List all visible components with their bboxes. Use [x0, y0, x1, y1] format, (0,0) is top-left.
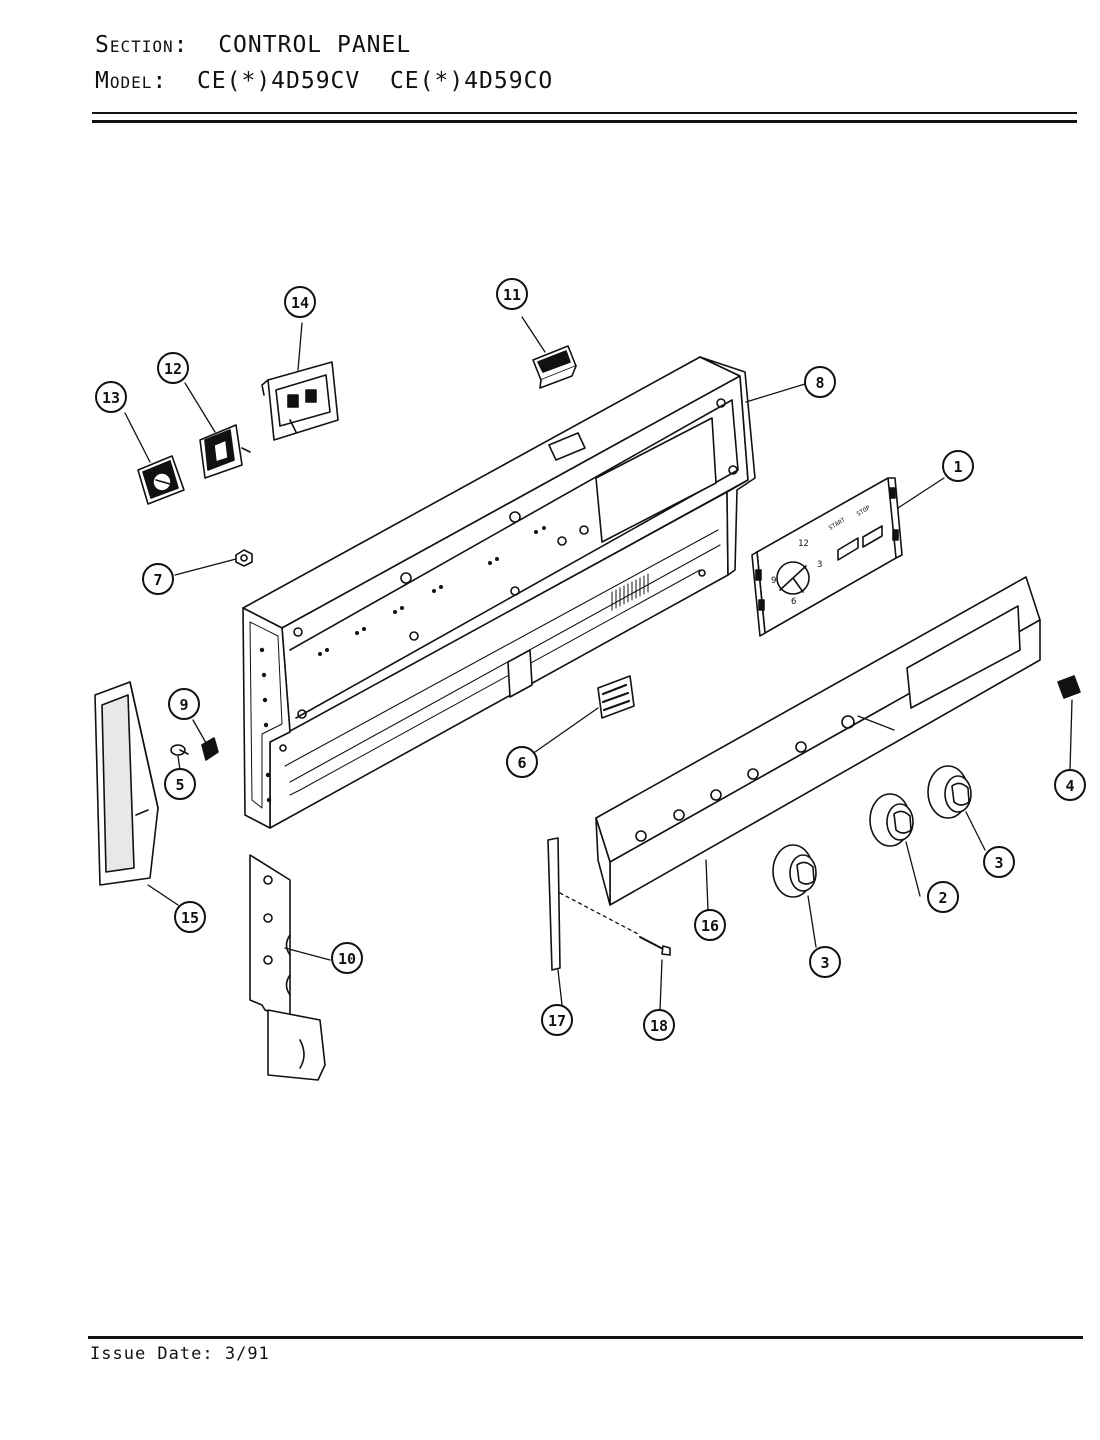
clock-timer: 12 3 6 9 START STOP	[751, 477, 903, 637]
header-rule-bottom	[92, 120, 1077, 123]
timer-dial-3: 3	[817, 560, 822, 570]
bracket-10	[249, 854, 326, 1081]
callout-label: 2	[938, 889, 947, 907]
callout-label: 13	[102, 389, 120, 407]
callout-11: 11	[496, 278, 528, 310]
callout-label: 3	[994, 854, 1003, 872]
callout-17: 17	[541, 1004, 573, 1036]
knob-3-left	[772, 844, 817, 898]
callout-label: 7	[153, 571, 162, 589]
screw-5	[170, 744, 189, 756]
callout-label: 9	[179, 696, 188, 714]
callout-1: 1	[942, 450, 974, 482]
nut-7	[235, 549, 253, 567]
callout-5: 5	[164, 768, 196, 800]
footer-rule	[88, 1336, 1083, 1339]
callout-15: 15	[174, 901, 206, 933]
timer-dial-12: 12	[798, 539, 809, 549]
callout-4: 4	[1054, 769, 1086, 801]
section-value: CONTROL PANEL	[218, 32, 412, 58]
callout-label: 18	[650, 1017, 668, 1035]
front-control-panel	[595, 576, 1041, 906]
callout-10: 10	[331, 942, 363, 974]
callout-16: 16	[694, 909, 726, 941]
callout-label: 8	[815, 374, 824, 392]
callout-2: 2	[927, 881, 959, 913]
model-line: Model: CE(*)4D59CV CE(*)4D59CO	[95, 68, 553, 94]
knob-3-right	[927, 765, 972, 819]
callout-12: 12	[157, 352, 189, 384]
section-label: Section:	[95, 32, 189, 58]
socket-6	[597, 675, 635, 719]
callout-label: 17	[548, 1012, 566, 1030]
infinite-switch-13	[137, 455, 185, 505]
trim-strip-17	[547, 837, 561, 971]
callout-label: 14	[291, 294, 309, 312]
rocker-switch-11	[532, 345, 577, 389]
model-values: CE(*)4D59CV CE(*)4D59CO	[196, 68, 554, 94]
callout-label: 4	[1065, 777, 1074, 795]
header-rule-top	[92, 112, 1077, 114]
footer-line: Issue Date: 3/91	[90, 1344, 270, 1364]
screw-18	[639, 936, 671, 956]
callout-14: 14	[284, 286, 316, 318]
switch-14	[261, 361, 339, 441]
leader-lines	[124, 316, 1073, 1011]
callout-13: 13	[95, 381, 127, 413]
callout-6: 6	[506, 746, 538, 778]
switch-12	[199, 424, 251, 479]
callout-label: 16	[701, 917, 719, 935]
knob-2	[869, 793, 914, 847]
backguard-housing	[242, 356, 756, 829]
callout-label: 15	[181, 909, 199, 927]
callout-7: 7	[142, 563, 174, 595]
callout-label: 12	[164, 360, 182, 378]
section-line: Section: CONTROL PANEL	[95, 32, 411, 58]
callout-18: 18	[643, 1009, 675, 1041]
callout-label: 5	[175, 776, 184, 794]
issue-date-label: Issue Date:	[90, 1344, 214, 1364]
callout-label: 10	[338, 950, 356, 968]
issue-date-value: 3/91	[224, 1344, 270, 1364]
callout-label: 11	[503, 286, 521, 304]
callout-3: 3	[983, 846, 1015, 878]
timer-dial-6: 6	[791, 597, 796, 607]
model-label: Model:	[95, 68, 168, 94]
callout-9: 9	[168, 688, 200, 720]
callout-label: 3	[820, 954, 829, 972]
screw-4	[1057, 675, 1081, 699]
callout-8: 8	[804, 366, 836, 398]
callout-3: 3	[809, 946, 841, 978]
endcap-15	[94, 681, 159, 886]
timer-dial-9: 9	[771, 576, 776, 586]
callout-label: 1	[953, 458, 962, 476]
callout-label: 6	[517, 754, 526, 772]
